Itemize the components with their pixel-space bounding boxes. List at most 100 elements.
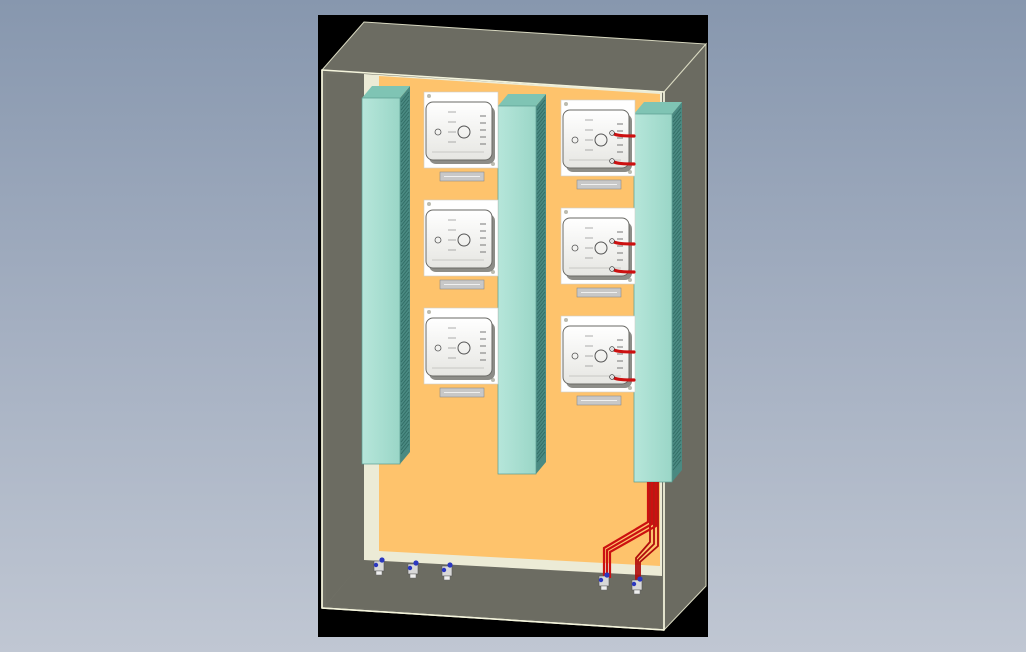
duct-slot [400,355,410,367]
duct-slot [400,443,410,455]
duct-slot [672,307,682,319]
duct-slot [400,435,410,447]
module-led [434,344,442,352]
duct-slot [672,247,682,259]
duct-slot [536,379,546,391]
fitting-nut [631,581,637,587]
duct-slot [536,355,546,367]
duct-slot [400,179,410,191]
fitting-tail [375,570,383,576]
duct-slot [672,419,682,431]
duct-slot [536,247,546,259]
duct-slot [400,207,410,219]
controller-module-2 [423,199,499,290]
duct-slot [400,215,410,227]
duct-slot [672,195,682,207]
duct-slot [400,383,410,395]
cable-fitting-1 [373,557,385,576]
module-wire [612,240,636,246]
duct-slot [536,199,546,211]
wire-terminal [609,346,615,352]
duct-slot [400,327,410,339]
fitting-nut [407,565,413,571]
duct-slot [400,191,410,203]
duct-slot [536,327,546,339]
duct-slot [536,259,546,271]
duct-slot [536,127,546,139]
duct-slot [536,403,546,415]
module-body [425,209,493,269]
duct-slot [536,407,546,419]
duct-slot [536,203,546,215]
duct-slot [672,335,682,347]
wire-ducts [361,86,682,483]
module-led [571,244,579,252]
duct-slot [400,99,410,111]
duct-slot [536,155,546,167]
duct-slot [536,255,546,267]
duct-slot [672,287,682,299]
duct-slot [400,415,410,427]
duct-slot [536,115,546,127]
duct-slot [400,135,410,147]
duct-slot [536,371,546,383]
bottom-cable-fittings [373,557,643,595]
duct-slot [400,319,410,331]
duct-slot [536,383,546,395]
duct-slot [536,331,546,343]
wire-terminal [609,266,615,272]
duct-slot [536,211,546,223]
duct-slot [672,235,682,247]
drop-wire [605,482,654,578]
duct-slot [400,431,410,443]
duct-slot [400,411,410,423]
duct-slot [536,399,546,411]
duct-slot [536,171,546,183]
duct-slot [672,119,682,131]
duct-slot [400,115,410,127]
duct-slot [672,363,682,375]
duct-slot [536,411,546,423]
duct-slot [672,303,682,315]
duct-slot [400,371,410,383]
duct-slot [400,91,410,103]
module-wire [612,268,636,274]
duct-slot [672,243,682,255]
duct-slot [672,451,682,463]
duct-slot [400,363,410,375]
red-wiring [602,130,659,584]
duct-slot [400,275,410,287]
duct-side [536,94,546,474]
duct-slot [400,283,410,295]
duct-slot [536,431,546,443]
duct-slot [672,271,682,283]
module-dial [594,133,608,147]
duct-slot [536,299,546,311]
duct-slot [400,303,410,315]
duct-slot [536,123,546,135]
duct-slot [536,235,546,247]
duct-slot [400,131,410,143]
duct-slot [400,203,410,215]
duct-slot [400,307,410,319]
duct-slot [536,443,546,455]
duct-slot [400,123,410,135]
controller-modules [423,91,636,406]
duct-front [361,97,401,465]
duct-slot [672,223,682,235]
module-led [434,236,442,244]
duct-slot [672,139,682,151]
duct-slot [400,359,410,371]
duct-slot [672,411,682,423]
duct-slot [672,135,682,147]
duct-slot [536,343,546,355]
duct-slot [536,159,546,171]
duct-slot [536,315,546,327]
cable-fitting-3 [441,562,453,581]
duct-slot [672,143,682,155]
duct-slot [536,307,546,319]
duct-slot [400,403,410,415]
duct-slot [536,359,546,371]
